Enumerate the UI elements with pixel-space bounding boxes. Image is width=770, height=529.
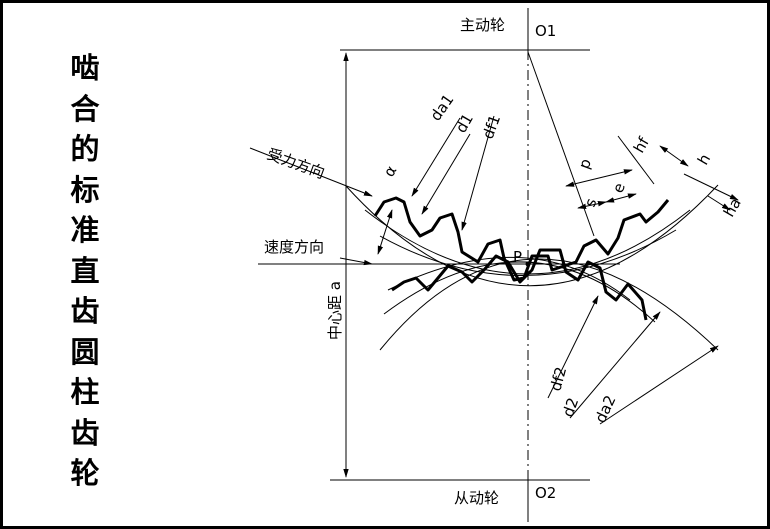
pitch-point-dot (525, 261, 531, 267)
driven-gear-circles (379, 256, 719, 351)
df2-leader (547, 295, 599, 399)
d1-leader (421, 133, 471, 215)
title-char: 柱 (70, 375, 100, 409)
hf-symbol: hf (630, 134, 653, 156)
driven-gear-teeth (391, 248, 648, 321)
o1-label: O1 (535, 22, 556, 40)
h-symbol: h (694, 151, 714, 168)
driven-gear-label: 从动轮 (454, 489, 499, 507)
d2-symbol: d2 (559, 395, 582, 419)
d1-symbol: d1 (452, 110, 477, 136)
title-char: 啮 (70, 51, 100, 85)
p-symbol: p (575, 156, 595, 171)
e-symbol: e (609, 181, 629, 196)
leader-lines (249, 51, 739, 425)
alpha-arc (377, 209, 393, 255)
title-char: 轮 (70, 456, 100, 490)
title-char: 的 (70, 132, 100, 166)
o1-radial-line (527, 51, 595, 237)
da1-circle (345, 184, 719, 287)
d2-circle (383, 261, 656, 323)
vertical-title: 啮合的标准直齿圆柱齿轮 (62, 48, 108, 494)
ha-symbol: ha (720, 195, 745, 220)
e-dimension (605, 193, 637, 203)
title-char: 合 (70, 91, 100, 126)
df1-symbol: df1 (479, 112, 504, 141)
title-char: 齿 (70, 294, 100, 328)
driving-gear-teeth (373, 196, 670, 282)
title-char: 直 (70, 253, 100, 288)
velocity-direction-label: 速度方向 (264, 238, 324, 256)
title-char: 齿 (70, 415, 100, 450)
ha-dimension (707, 195, 731, 211)
df1-leader (461, 115, 495, 231)
title-char: 标 (70, 172, 100, 207)
alpha-symbol: α (380, 162, 401, 180)
velocity-arrow (339, 257, 373, 266)
pitch-dimension (565, 169, 633, 187)
o2-label: O2 (535, 484, 556, 502)
h-dimension (683, 173, 739, 201)
center-distance-label: 中心距 a (326, 281, 344, 340)
da1-leader (411, 117, 461, 197)
pitch-extension-line (617, 135, 655, 185)
title-char: 圆 (70, 334, 100, 369)
df2-symbol: df2 (546, 365, 570, 393)
title-char: 准 (70, 213, 100, 247)
da2-symbol: da2 (591, 392, 619, 425)
da2-leader (599, 345, 719, 425)
pitch-point-label: P (513, 248, 522, 266)
d2-leader (569, 311, 661, 419)
force-direction-line (249, 147, 373, 197)
da1-symbol: da1 (427, 91, 458, 124)
s-dimension (577, 201, 607, 209)
hf-dimension (659, 145, 689, 167)
force-direction-label: 受力方向 (265, 145, 328, 182)
driving-gear-label: 主动轮 (460, 16, 505, 34)
